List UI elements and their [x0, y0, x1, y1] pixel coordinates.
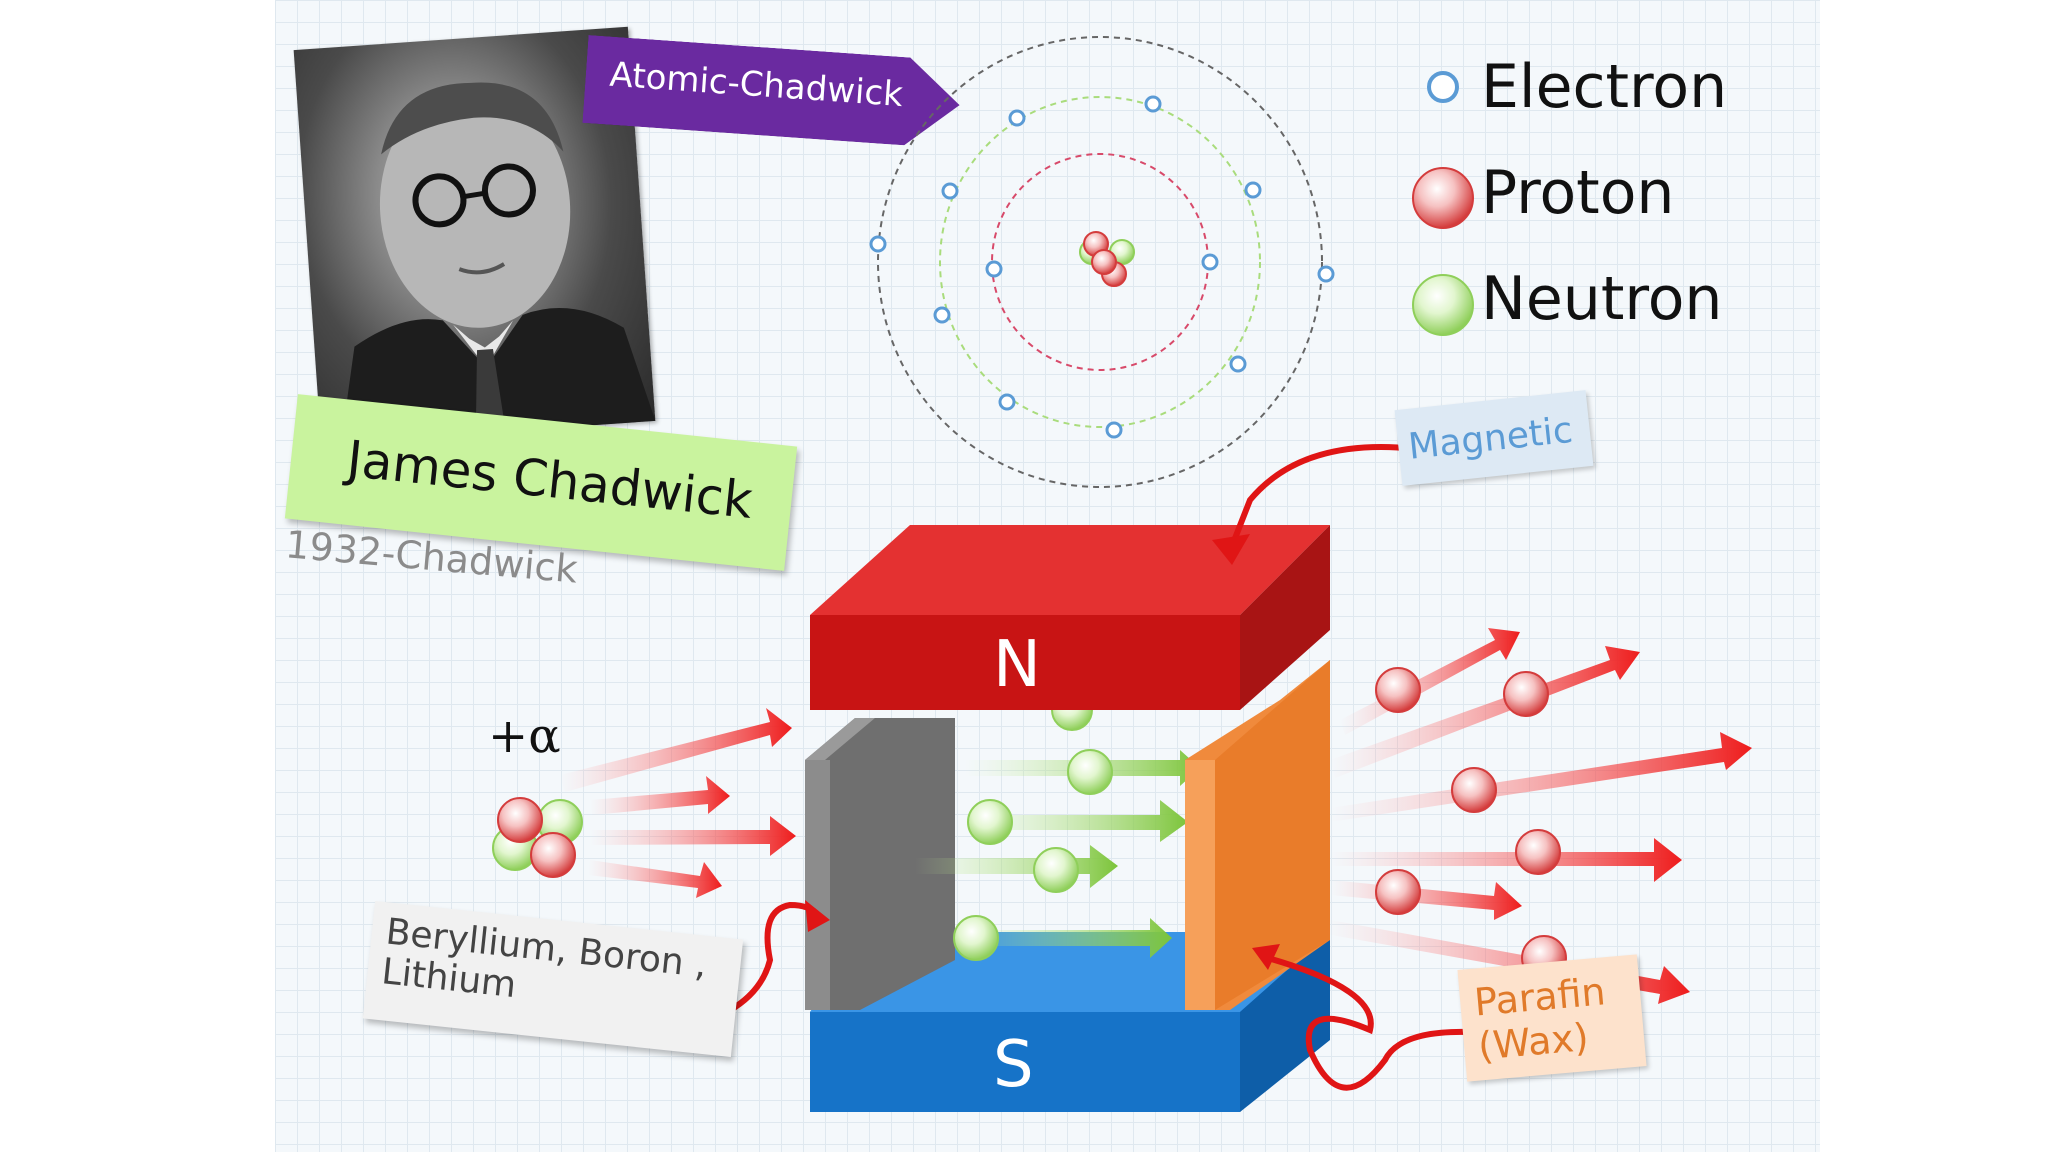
beryllium-plate — [805, 718, 955, 1010]
electron-dot — [985, 260, 1003, 278]
proton-output — [1326, 628, 1752, 1004]
electron-dot — [933, 306, 951, 324]
nucleus — [1079, 231, 1135, 287]
outer-orbit — [877, 36, 1323, 488]
electron-dot — [1244, 181, 1262, 199]
legend-neutron-label: Neutron — [1481, 264, 1723, 334]
paraffin-slab — [1185, 660, 1330, 1010]
neutron — [1067, 749, 1113, 795]
south-pole-label: S — [993, 1028, 1034, 1102]
legend-neutron: Neutron — [1405, 264, 1722, 334]
atom-model — [869, 36, 1335, 488]
electron-dot — [1229, 355, 1247, 373]
proton — [1515, 829, 1561, 875]
material-pointer-head — [805, 900, 830, 932]
electron-dot — [1008, 109, 1026, 127]
legend-electron: Electron — [1405, 52, 1727, 122]
proton — [1375, 869, 1421, 915]
proton — [1375, 667, 1421, 713]
neutron-beam — [915, 689, 1200, 961]
legend-proton-label: Proton — [1481, 158, 1675, 228]
parafin-label: Parafin (Wax) — [1472, 969, 1608, 1069]
neutron — [1033, 847, 1079, 893]
alpha-arrows — [560, 708, 796, 898]
electrons — [869, 95, 1335, 439]
legend-electron-label: Electron — [1481, 52, 1728, 122]
proton-ball-icon — [1412, 167, 1474, 229]
legend-proton: Proton — [1405, 158, 1674, 228]
electron-dot — [1144, 95, 1162, 113]
parafin-label-card: Parafin (Wax) — [1457, 954, 1647, 1082]
magnetic-pointer — [1229, 444, 1406, 548]
neutron — [967, 799, 1013, 845]
neutron — [953, 915, 999, 961]
parafin-pointer — [1267, 955, 1471, 1091]
proton — [1451, 767, 1497, 813]
magnetic-pointer-head — [1212, 534, 1250, 565]
north-magnet — [810, 525, 1330, 710]
electron-dot — [1317, 265, 1335, 283]
material-pointer — [708, 901, 821, 1023]
electron-dot — [941, 182, 959, 200]
electron-dot — [998, 393, 1016, 411]
alpha-particle — [492, 797, 583, 878]
magnetic-label: Magnetic — [1406, 409, 1575, 468]
parafin-pointer-head — [1252, 944, 1280, 970]
electron-dot — [1201, 253, 1219, 271]
electron-dot — [1105, 421, 1123, 439]
alpha-label: +α — [488, 708, 561, 764]
middle-orbit — [939, 96, 1261, 428]
neutron-ball-icon — [1412, 274, 1474, 336]
proton — [1503, 671, 1549, 717]
north-pole-label: N — [993, 628, 1041, 702]
electron-dot-icon — [1427, 71, 1459, 103]
electron-dot — [869, 235, 887, 253]
